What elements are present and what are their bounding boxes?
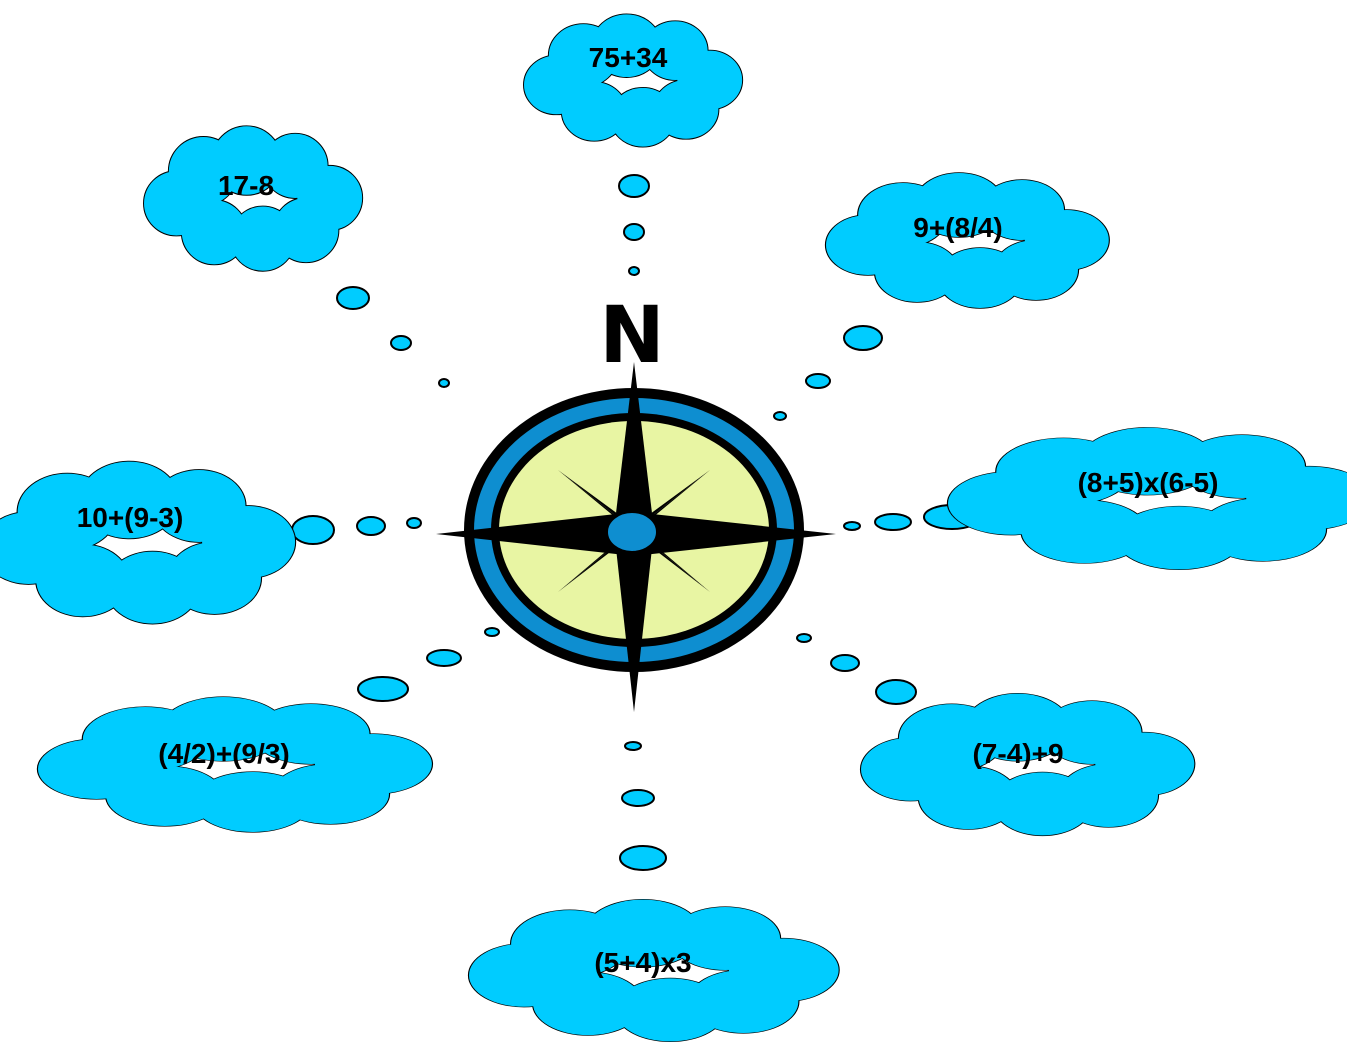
cloud-north-west-label: 17-8: [218, 170, 274, 201]
compass-rose: N: [436, 291, 836, 712]
north-label: N: [599, 291, 664, 381]
cloud-south-label: (5+4)x3: [594, 947, 691, 978]
cloud-east: (8+5)x(6-5): [948, 428, 1347, 570]
cloud-south-east-label: (7-4)+9: [972, 738, 1063, 769]
cloud-west-label: 10+(9-3): [77, 502, 184, 533]
cloud-south: (5+4)x3: [469, 900, 839, 1042]
cloud-south-east: (7-4)+9: [861, 694, 1194, 836]
cloud-north-east-label: 9+(8/4): [913, 212, 1003, 243]
cloud-north-east: 9+(8/4): [826, 173, 1109, 308]
cloud-south-west-label: (4/2)+(9/3): [158, 738, 290, 769]
cloud-north-label: 75+34: [589, 42, 668, 73]
cloud-north: 75+34: [524, 14, 742, 146]
cloud-west: 10+(9-3): [0, 462, 295, 624]
cloud-south-west: (4/2)+(9/3): [38, 697, 432, 832]
cloud-north-west: 17-8: [144, 126, 362, 270]
cloud-east-label: (8+5)x(6-5): [1078, 467, 1219, 498]
